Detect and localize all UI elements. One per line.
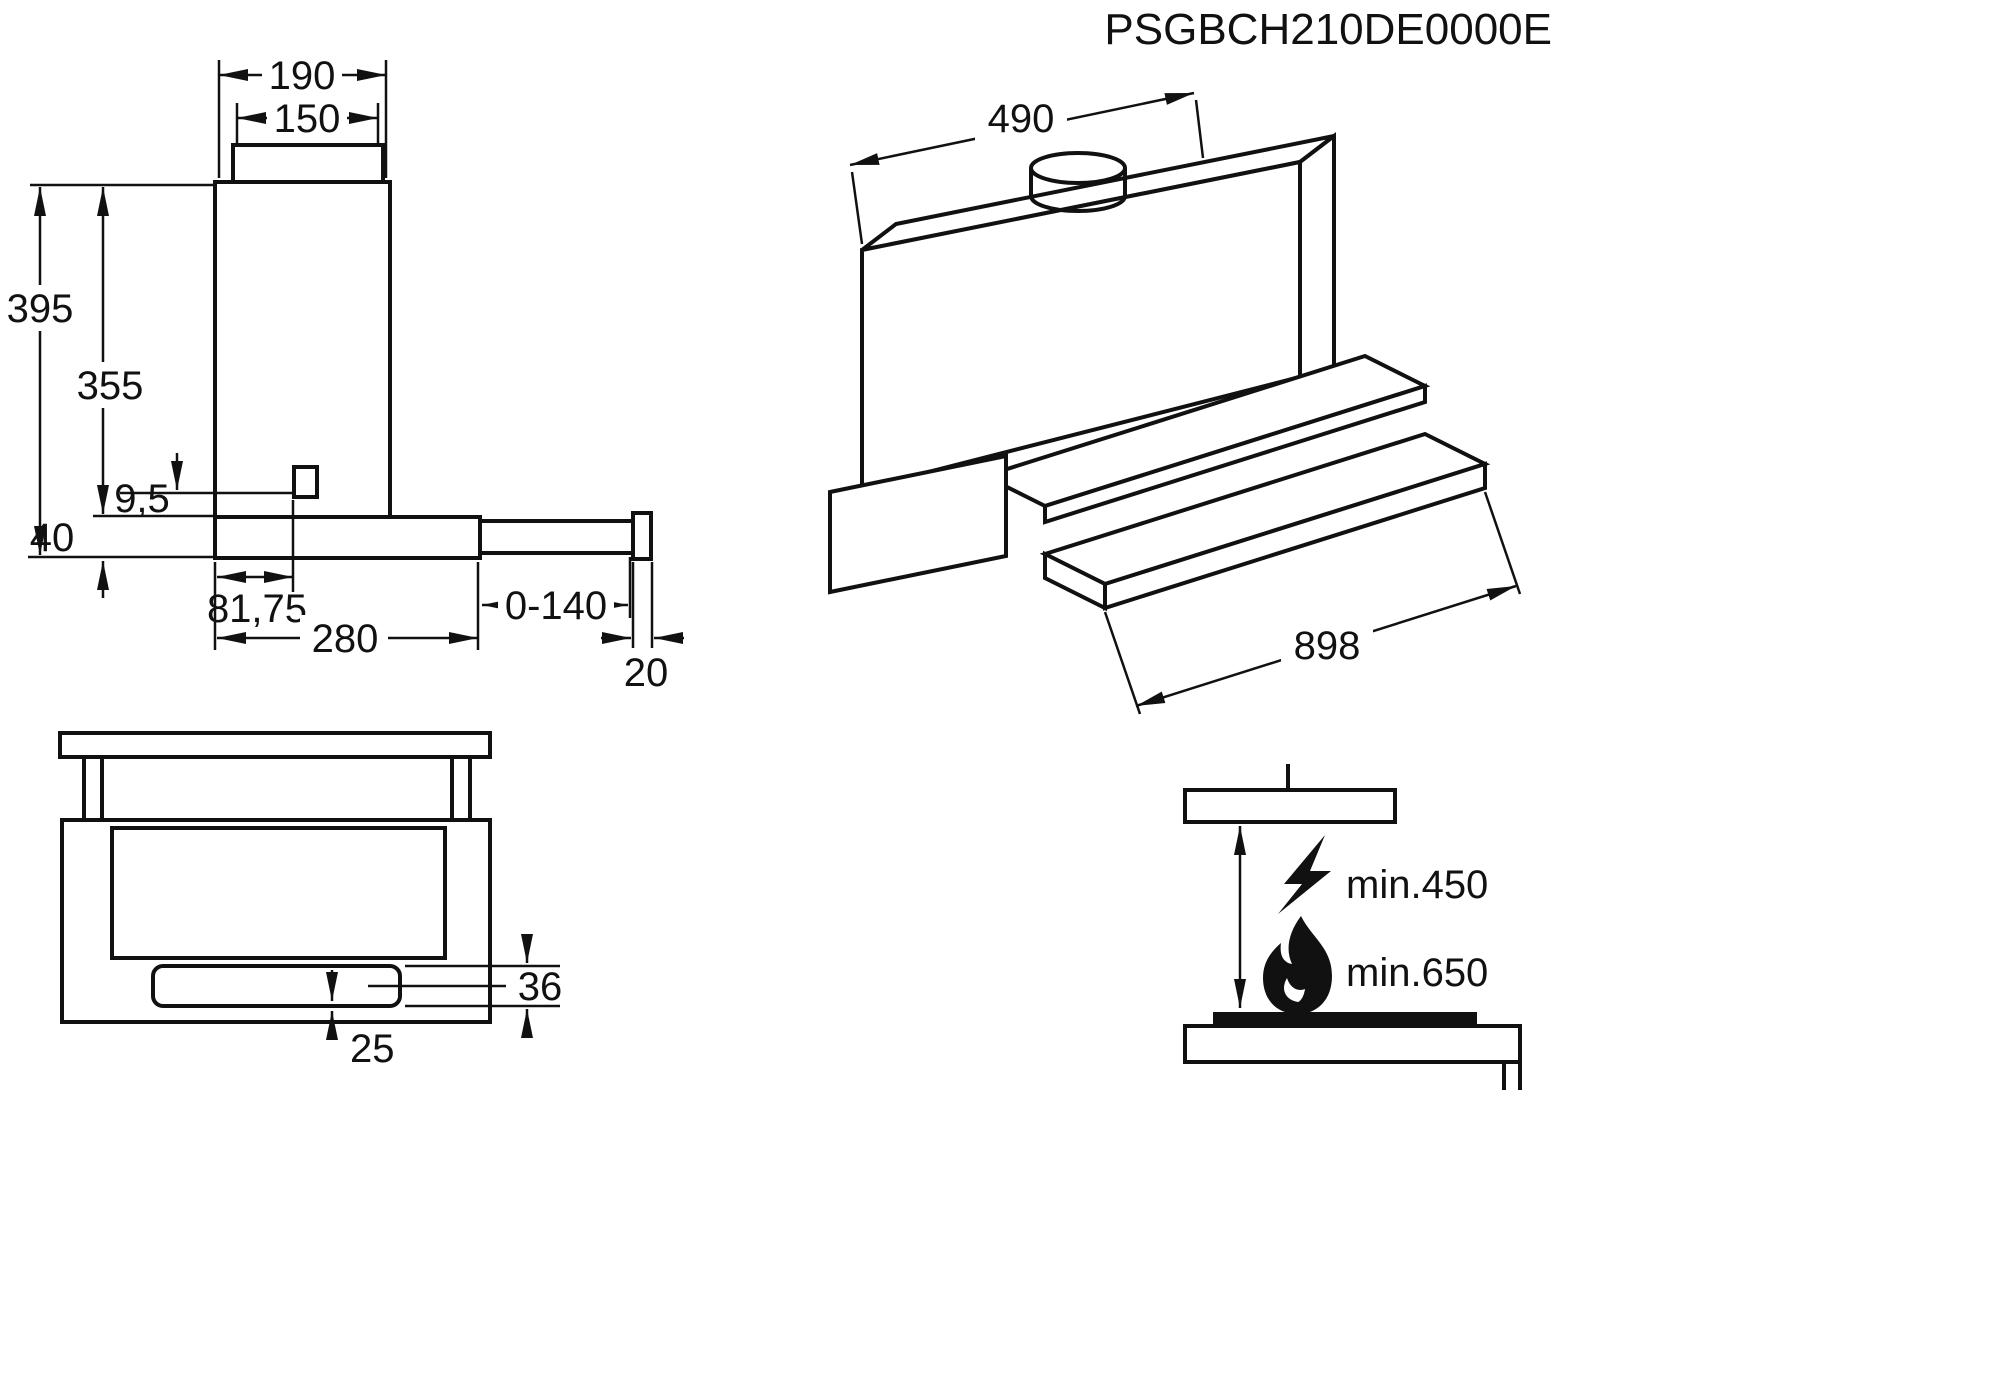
base-housing <box>828 453 1008 595</box>
front-view: 36 25 <box>58 731 574 1071</box>
extension-line <box>1194 99 1205 159</box>
extension-line <box>1483 491 1522 595</box>
filter-panel-outline <box>110 826 447 960</box>
duct-outlet-base <box>1029 195 1127 213</box>
dimension-label: 36 <box>518 965 563 1009</box>
electric-clearance-label: min.450 <box>1346 863 1488 907</box>
hood-bottom-outline <box>1183 788 1397 824</box>
clearance-view: min.450 min.650 <box>1183 764 1522 1090</box>
front-body-outline <box>60 818 492 1024</box>
product-code-label: PSGBCH210DE0000E <box>1104 5 1552 54</box>
label-mask <box>267 96 347 140</box>
label-mask <box>975 95 1067 141</box>
gas-clearance-label: min.650 <box>1346 951 1488 995</box>
dimension-label: 40 <box>30 516 75 560</box>
dimension-label: 25 <box>350 1027 395 1071</box>
dimension-label: 81,75 <box>207 587 307 631</box>
label-mask <box>262 52 342 98</box>
label-mask <box>498 582 614 628</box>
dimension-label: 20 <box>624 651 669 695</box>
support-bracket-right <box>450 755 472 822</box>
dimension-label: 395 <box>7 287 74 331</box>
label-mask <box>1281 622 1373 668</box>
label-mask <box>300 615 388 661</box>
dimension-label: 490 <box>988 97 1055 141</box>
dimension-label: 898 <box>1294 624 1361 668</box>
extension-line <box>850 171 864 245</box>
isometric-view: 490 898 <box>828 91 1522 715</box>
hob-surface <box>1213 1012 1477 1026</box>
dimension-label: 150 <box>274 97 341 141</box>
duct-outlet-top <box>1029 151 1127 185</box>
visor-left-end <box>1043 550 1107 612</box>
extension-line <box>1103 611 1142 715</box>
bottom-panel-edge <box>1043 383 1427 525</box>
label-mask <box>0 285 82 331</box>
telescopic-visor-outline <box>478 519 635 555</box>
support-bracket-left <box>82 755 104 822</box>
side-view: 190 150 395 355 9,5 40 81,75 280 <box>0 52 684 695</box>
duct-cap-outline <box>231 143 385 184</box>
label-mask <box>506 968 574 1004</box>
flame-icon <box>1263 916 1332 1014</box>
handle-strip-outline <box>151 964 402 1008</box>
label-mask <box>68 362 152 408</box>
lightning-icon <box>1278 835 1331 914</box>
dimension-label: 9,5 <box>114 477 170 521</box>
switch-cutout-outline <box>292 465 319 499</box>
front-panel-outline <box>631 511 653 561</box>
dimension-label: 0-140 <box>505 584 607 628</box>
dimension-label: 280 <box>312 617 379 661</box>
top-plate-outline <box>58 731 492 759</box>
hood-body-outline <box>213 515 482 560</box>
counter-outline <box>1183 1024 1522 1064</box>
flame-icon-inner <box>1284 978 1305 1002</box>
dimension-label: 190 <box>269 54 336 98</box>
dimension-label: 355 <box>77 364 144 408</box>
